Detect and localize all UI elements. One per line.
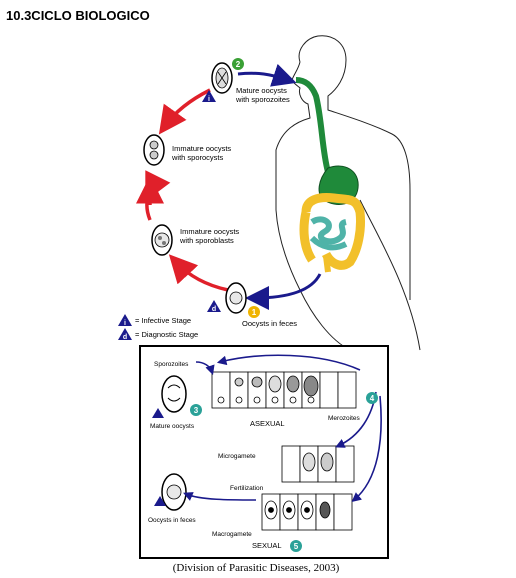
page-heading: 10.3CICLO BIOLOGICO (6, 8, 150, 23)
inset-infective-marker (152, 408, 164, 418)
legend-diagnostic-label: = Diagnostic Stage (135, 330, 198, 339)
small-intestine (310, 216, 347, 245)
excretion-arrow (245, 273, 322, 310)
legend-infective-label: = Infective Stage (135, 316, 191, 325)
stage-3-badge: 3 (190, 404, 202, 416)
mature-oocysts-label: Mature oocysts (236, 86, 287, 95)
mature-oocysts-label-2: with sporozoites (235, 95, 290, 104)
inset-mature-oocysts-label: Mature oocysts (150, 423, 195, 430)
stage-2-badge: 2 (232, 58, 244, 70)
legend-diagnostic-icon (118, 328, 132, 340)
svg-text:d: d (123, 334, 127, 341)
inset-mature-oocyst (161, 375, 187, 413)
sexual-epithelium (261, 445, 355, 531)
microgamete-label: Microgamete (218, 453, 256, 460)
oocyst-sporoblasts (151, 224, 173, 256)
transmission-arrows (237, 63, 322, 310)
asexual-label: ASEXUAL (250, 419, 285, 428)
svg-text:2: 2 (236, 60, 241, 69)
oocyst-sporocysts (143, 134, 165, 166)
sporozoites-label: Sporozoites (154, 361, 189, 368)
stage-1-badge: 1 (248, 306, 260, 318)
asexual-epithelium (211, 371, 357, 409)
fertilization-label: Fertilization (230, 485, 264, 492)
stage-4-badge: 4 (366, 392, 378, 404)
macrogamete-label: Macrogamete (212, 531, 252, 538)
svg-text:1: 1 (252, 308, 257, 317)
diagnostic-marker: d (207, 300, 221, 313)
sporocysts-label: Immature oocysts (172, 144, 231, 153)
oocyst-mature (211, 62, 233, 94)
development-arrows (145, 88, 229, 292)
ingestion-arrow (237, 63, 297, 87)
source-caption: (Division of Parasitic Diseases, 2003) (173, 562, 340, 574)
legend-infective-icon (118, 314, 132, 326)
svg-text:i: i (124, 320, 126, 327)
infective-marker: i (202, 90, 216, 103)
inset-feces-oocyst (161, 473, 187, 511)
svg-text:d: d (212, 306, 216, 313)
svg-text:5: 5 (294, 542, 299, 551)
svg-text:3: 3 (194, 406, 199, 415)
oocyst-feces (225, 282, 247, 314)
inset-diagnostic-marker (154, 496, 166, 506)
svg-text:4: 4 (370, 394, 375, 403)
svg-text:i: i (208, 96, 210, 103)
stage-5-badge: 5 (290, 540, 302, 552)
legend: i = Infective Stage d = Diagnostic Stage (118, 314, 198, 341)
sporoblasts-label: Immature oocysts (180, 227, 239, 236)
sexual-label: SEXUAL (252, 541, 282, 550)
sporocysts-label-2: with sporocysts (171, 153, 224, 162)
sporoblasts-label-2: with sporoblasts (179, 236, 234, 245)
colon (301, 193, 365, 270)
digestive-tract (295, 77, 365, 273)
inset-oocysts-in-feces-label: Oocysts in feces (148, 517, 196, 524)
oocysts-in-feces-label: Oocysts in feces (242, 319, 297, 328)
merozoites-label: Merozoites (328, 415, 361, 422)
esophagus (295, 77, 331, 173)
